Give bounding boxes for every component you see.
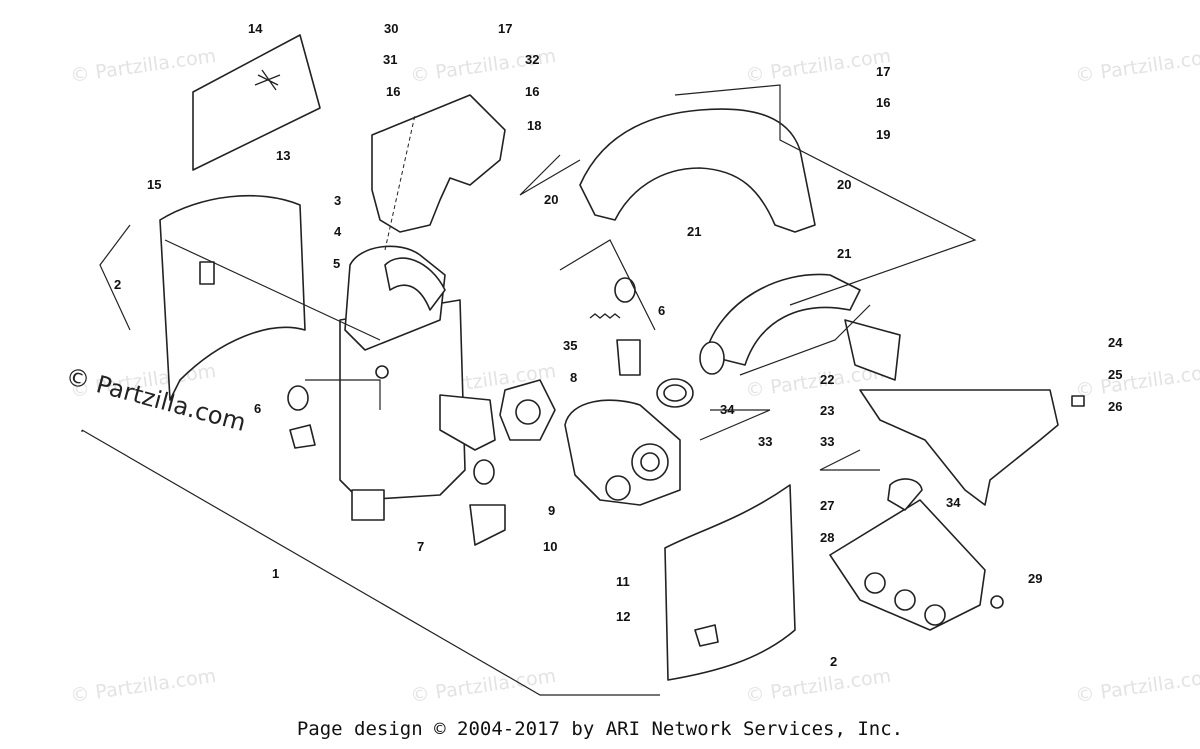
callout-35: 35 — [563, 338, 577, 353]
callout-27: 27 — [820, 498, 834, 513]
callout-34: 34 — [720, 402, 735, 417]
callout-13: 13 — [276, 148, 290, 163]
callout-29: 29 — [1028, 571, 1042, 586]
callout-12: 12 — [616, 609, 630, 624]
callout-5: 5 — [333, 256, 340, 271]
callout-2: 2 — [114, 277, 121, 292]
callout-11: 11 — [616, 574, 630, 589]
part-1-muffler — [339, 245, 466, 521]
callout-17: 17 — [498, 21, 512, 36]
part-turbocharger — [564, 399, 681, 506]
callout-1: 1 — [272, 566, 279, 581]
callout-20: 20 — [544, 192, 558, 207]
callout-10: 10 — [543, 539, 557, 554]
callout-6: 6 — [658, 303, 665, 318]
part-35-spring — [589, 313, 621, 319]
part-8-gasket — [499, 379, 556, 441]
part-22-flex-tube — [699, 273, 901, 381]
callout-15: 15 — [147, 177, 161, 192]
part-18-upper-shield — [371, 94, 506, 233]
callout-7: 7 — [417, 539, 424, 554]
callout-22: 22 — [820, 372, 834, 387]
callout-9: 9 — [548, 503, 555, 518]
callout-31: 31 — [383, 52, 397, 67]
callout-labels: 14 30 17 31 32 16 16 18 13 15 3 4 2 5 6 … — [114, 21, 1123, 669]
part-19-upper-duct — [579, 108, 816, 233]
callout-20: 20 — [837, 177, 851, 192]
callout-30: 30 — [384, 21, 398, 36]
callout-25: 25 — [1108, 367, 1122, 382]
part-6-grommet-center — [614, 277, 641, 376]
part-11-lower-shield — [664, 484, 796, 681]
part-6-grommet-left — [287, 385, 316, 449]
callout-34: 34 — [946, 495, 961, 510]
part-27-28-manifold — [829, 478, 1004, 631]
callout-3: 3 — [334, 193, 341, 208]
part-bracket — [439, 394, 496, 451]
callout-33: 33 — [758, 434, 772, 449]
callout-17: 17 — [876, 64, 890, 79]
callout-8: 8 — [570, 370, 577, 385]
callout-16: 16 — [525, 84, 539, 99]
callout-2: 2 — [830, 654, 837, 669]
callout-19: 19 — [876, 127, 890, 142]
assembly-lines — [81, 84, 977, 696]
callout-21: 21 — [837, 246, 851, 261]
part-15-heat-shield-plate — [192, 34, 321, 171]
part-34-clamp-center — [656, 378, 694, 408]
callout-28: 28 — [820, 530, 834, 545]
callout-23: 23 — [820, 403, 834, 418]
callout-4: 4 — [334, 224, 342, 239]
callout-26: 26 — [1108, 399, 1122, 414]
page-footer: Page design © 2004-2017 by ARI Network S… — [296, 718, 904, 740]
part-9-10-mount — [469, 459, 506, 546]
callout-33: 33 — [820, 434, 834, 449]
callout-21: 21 — [687, 224, 701, 239]
callout-6: 6 — [254, 401, 261, 416]
part-23-manifold-shield — [859, 389, 1085, 506]
callout-24: 24 — [1108, 335, 1123, 350]
callout-16: 16 — [876, 95, 890, 110]
part-3-4-muffler-shield — [159, 194, 306, 401]
callout-18: 18 — [527, 118, 541, 133]
callout-32: 32 — [525, 52, 539, 67]
callout-16: 16 — [386, 84, 400, 99]
callout-14: 14 — [248, 21, 263, 36]
